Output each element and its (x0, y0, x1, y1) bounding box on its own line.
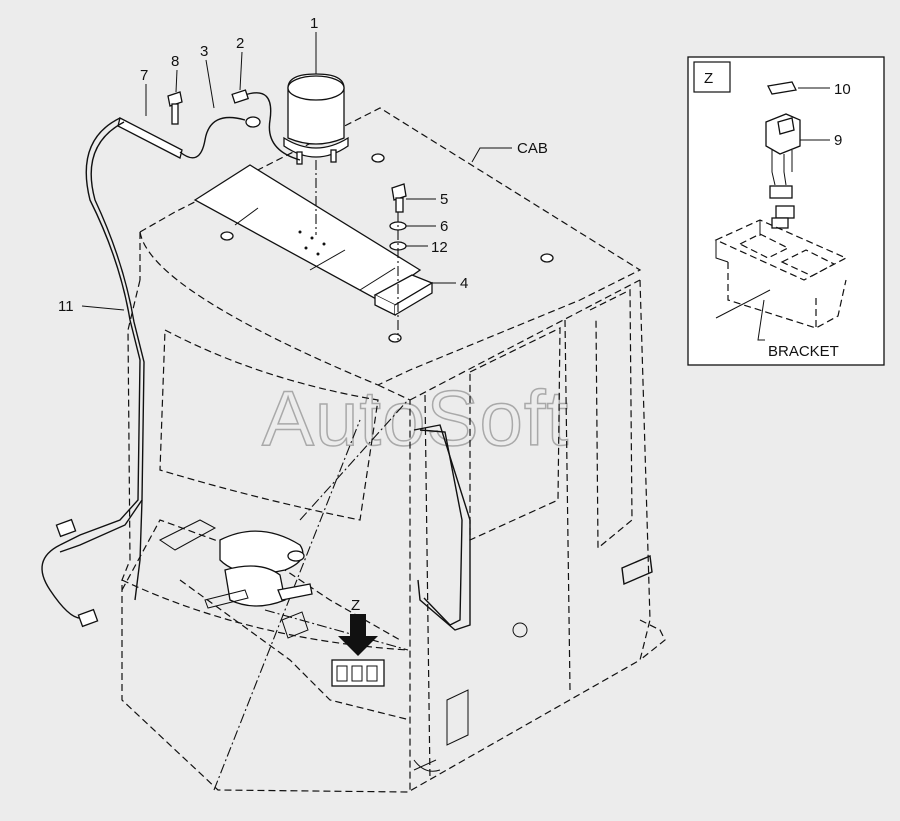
callout-5: 5 (440, 191, 448, 208)
callout-3: 3 (200, 43, 208, 60)
callout-labels: 1 2 3 4 5 6 7 8 11 12 CAB Z (58, 15, 548, 614)
bolt-5 (391, 183, 407, 213)
beacon-lamp (283, 73, 349, 165)
connector-2 (231, 89, 250, 104)
cab-body (121, 107, 666, 793)
callout-11: 11 (58, 298, 74, 315)
callout-6: 6 (440, 218, 448, 235)
callout-8: 8 (171, 53, 179, 70)
inset-bracket-label: BRACKET (768, 343, 839, 360)
inset-tag-box (693, 61, 731, 93)
wire-sleeve-7 (117, 117, 183, 159)
bracket-plate-4 (373, 274, 434, 317)
leader-lines (81, 32, 512, 340)
bolt-8 (167, 91, 183, 125)
view-z-label: Z (351, 597, 360, 614)
inset-tag: Z (704, 70, 713, 87)
wire-lead-3 (179, 92, 301, 161)
roof-plate (193, 164, 422, 301)
switch-bank (331, 659, 385, 687)
switch-9 (765, 113, 801, 229)
callout-12: 12 (431, 239, 448, 256)
callout-4: 4 (460, 275, 468, 292)
callout-1: 1 (310, 15, 318, 32)
callout-2: 2 (236, 35, 244, 52)
steering-assembly (159, 519, 313, 639)
inset-view-z: Z 10 9 BRACKET (687, 56, 885, 366)
callout-9: 9 (834, 132, 842, 149)
inset-bracket (714, 219, 848, 329)
roof-nuts (220, 153, 554, 343)
view-z-arrow (338, 614, 378, 656)
callout-7: 7 (140, 67, 148, 84)
harness-11 (41, 117, 145, 628)
label-plate-10 (767, 81, 797, 95)
watermark-text: AutoSoft (262, 374, 569, 462)
callout-10: 10 (834, 81, 851, 98)
cab-label: CAB (517, 140, 548, 157)
